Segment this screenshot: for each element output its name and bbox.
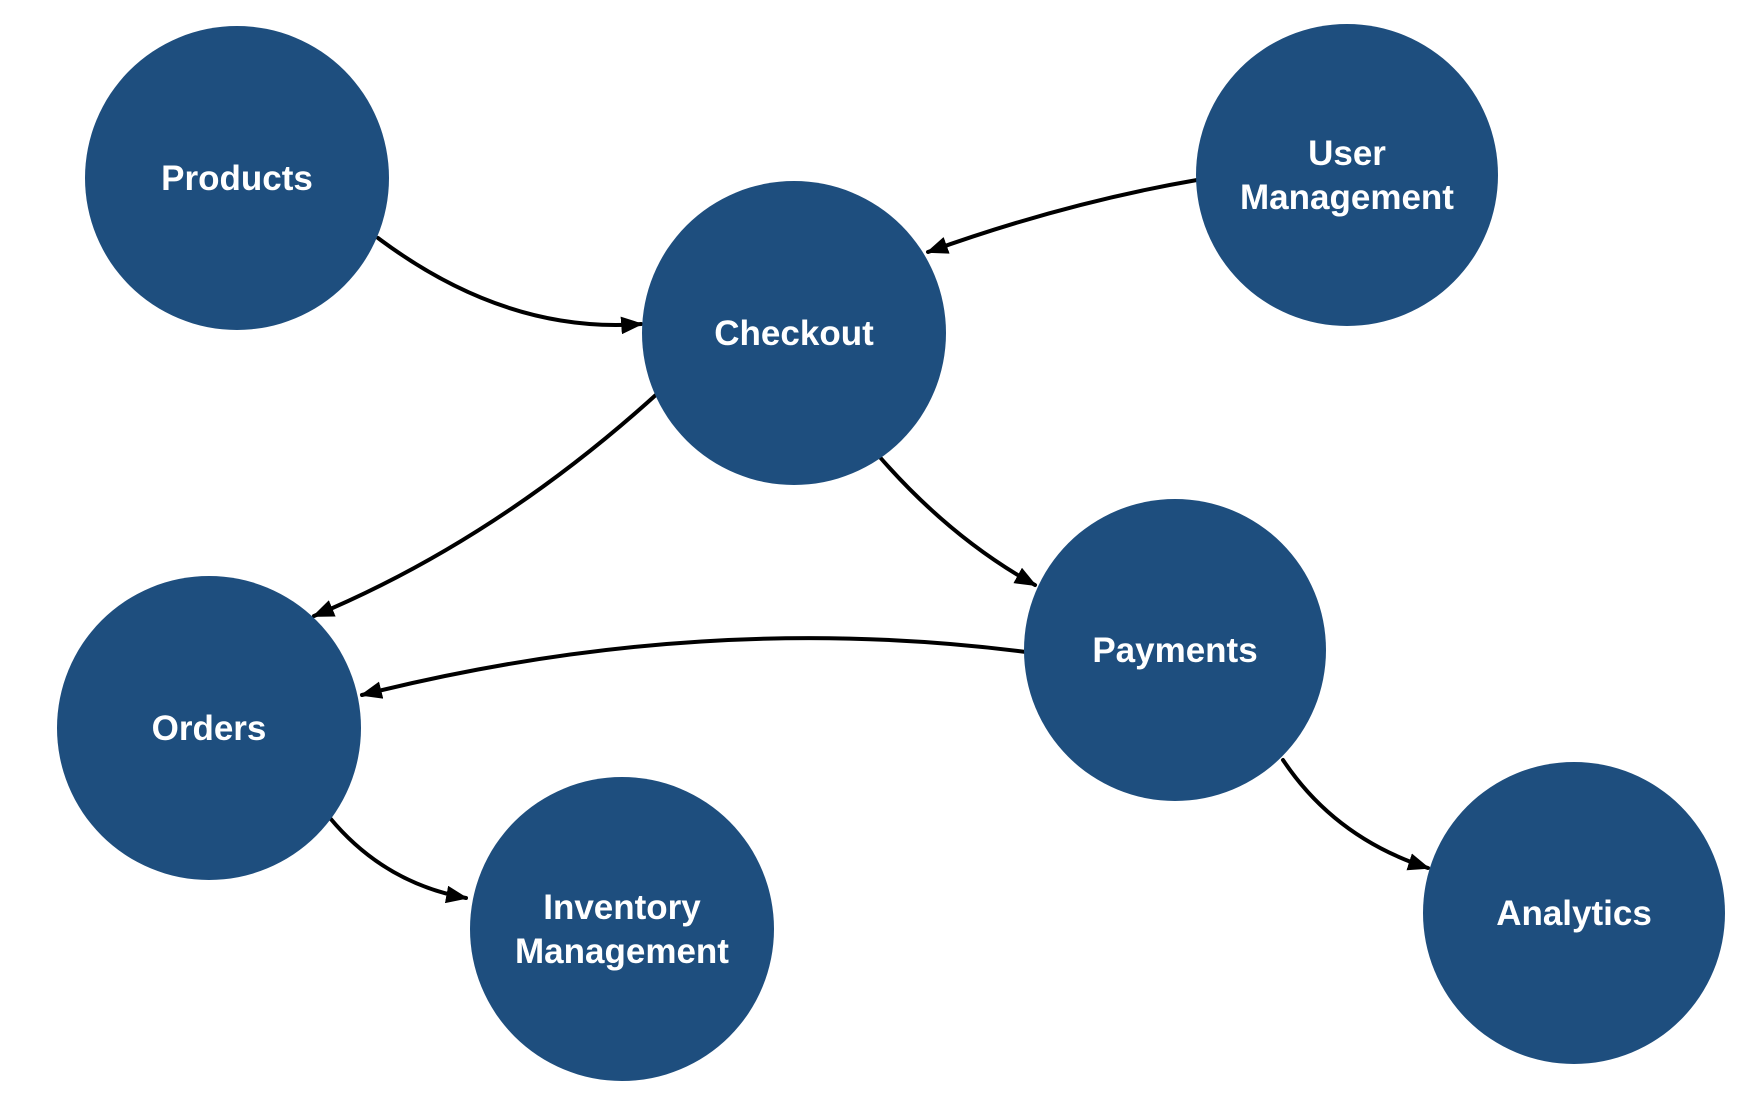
node-payments-label: Payments bbox=[1092, 631, 1257, 670]
edge-user-management-to-checkout bbox=[925, 178, 1199, 254]
node-payments: Payments bbox=[1024, 499, 1326, 801]
edges-layer bbox=[311, 178, 1431, 904]
node-products-label: Products bbox=[161, 159, 313, 198]
node-orders-label: Orders bbox=[152, 709, 267, 748]
edge-products-to-checkout bbox=[376, 236, 644, 335]
node-inventory-management-circle bbox=[470, 777, 774, 1081]
edge-payments-to-analytics bbox=[1281, 758, 1431, 871]
node-checkout: Checkout bbox=[642, 181, 946, 485]
node-payments-circle bbox=[1024, 499, 1326, 801]
node-products-circle bbox=[85, 26, 389, 330]
node-checkout-label: Checkout bbox=[714, 314, 874, 353]
node-user-management-circle bbox=[1196, 24, 1498, 326]
edge-checkout-to-payments bbox=[876, 453, 1037, 587]
node-analytics-circle bbox=[1423, 762, 1725, 1064]
edge-payments-to-orders bbox=[359, 636, 1028, 699]
node-products: Products bbox=[85, 26, 389, 330]
node-orders-circle bbox=[57, 576, 361, 880]
node-checkout-circle bbox=[642, 181, 946, 485]
edge-checkout-to-orders bbox=[311, 391, 660, 618]
edge-orders-to-inventory-management bbox=[328, 816, 469, 904]
node-analytics: Analytics bbox=[1423, 762, 1725, 1064]
node-orders: Orders bbox=[57, 576, 361, 880]
node-analytics-label: Analytics bbox=[1496, 894, 1652, 933]
